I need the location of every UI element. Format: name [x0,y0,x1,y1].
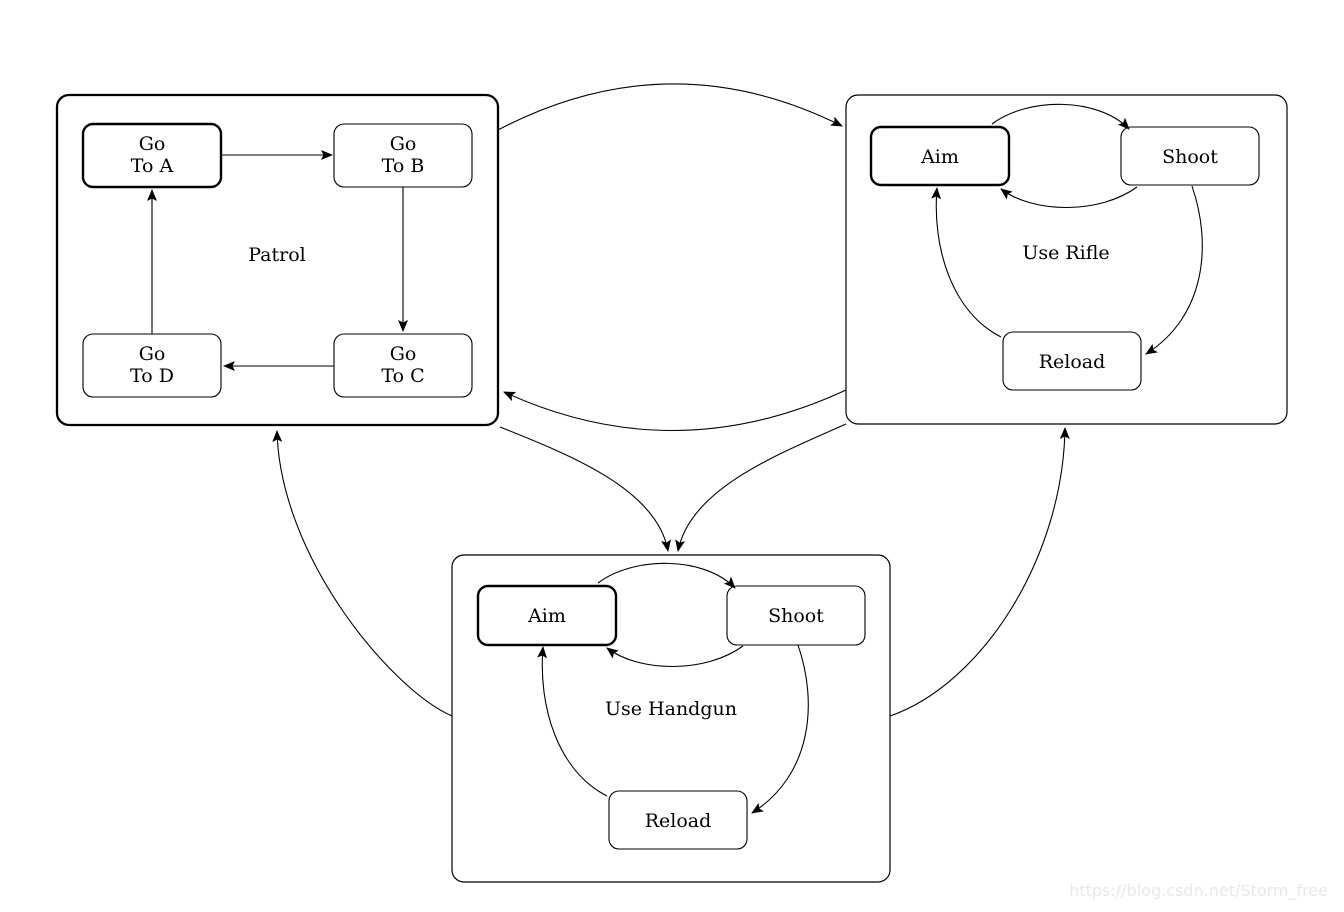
edge-rifle-reload-to-aim [931,187,1002,338]
state-label-handgun-shoot: Shoot [768,605,824,627]
state-label-rifle-reload: Reload [1039,351,1106,373]
edge-handgun-shoot-to-reload [751,644,809,814]
state-label-go-to-a-line1: Go [139,133,166,155]
edge-use-handgun-to-patrol [272,430,453,717]
group-box-patrol [55,93,500,427]
state-box-handgun-reload [608,790,748,850]
state-label-go-to-d-line1: Go [139,343,166,365]
state-label-go-to-a-line2: To A [131,155,174,177]
state-label-go-to-b-line2: To B [382,155,425,177]
state-label-go-to-b-line1: Go [390,133,417,155]
state-label-rifle-shoot: Shoot [1162,146,1218,168]
group-label-use-rifle: Use Rifle [1022,242,1109,264]
state-label-go-to-d-line2: To D [130,365,174,387]
state-label-handgun-aim: Aim [527,605,566,627]
state-box-rifle-shoot [1120,126,1260,186]
edge-handgun-shoot-to-aim [606,645,744,667]
state-box-rifle-aim [869,125,1011,187]
edge-use-handgun-to-use-rifle [889,427,1070,717]
group-box-use-rifle [845,94,1288,425]
group-label-patrol: Patrol [248,244,306,266]
group-box-use-handgun [451,554,891,883]
state-box-handgun-aim [476,584,618,647]
edge-patrol-to-use-handgun [499,426,671,552]
watermark-text: https://blog.csdn.net/Storm_free [1069,881,1328,901]
edge-handgun-reload-to-aim [537,646,608,797]
edge-patrol-to-use-rifle [497,83,843,131]
edge-use-rifle-to-use-handgun [675,423,847,552]
edge-rifle-shoot-to-aim [1000,186,1138,208]
edge-rifle-shoot-to-reload [1145,185,1203,355]
edge-rifle-aim-to-shoot [991,103,1130,130]
state-box-handgun-shoot [726,585,866,646]
state-label-rifle-aim: Aim [920,146,959,168]
state-box-rifle-reload [1002,331,1142,391]
edge-use-rifle-to-patrol [503,389,847,432]
state-label-go-to-c-line2: To C [381,365,424,387]
edge-handgun-aim-to-shoot [597,562,736,589]
group-label-use-handgun: Use Handgun [605,698,737,720]
state-label-handgun-reload: Reload [645,810,712,832]
state-label-go-to-c-line1: Go [390,343,417,365]
